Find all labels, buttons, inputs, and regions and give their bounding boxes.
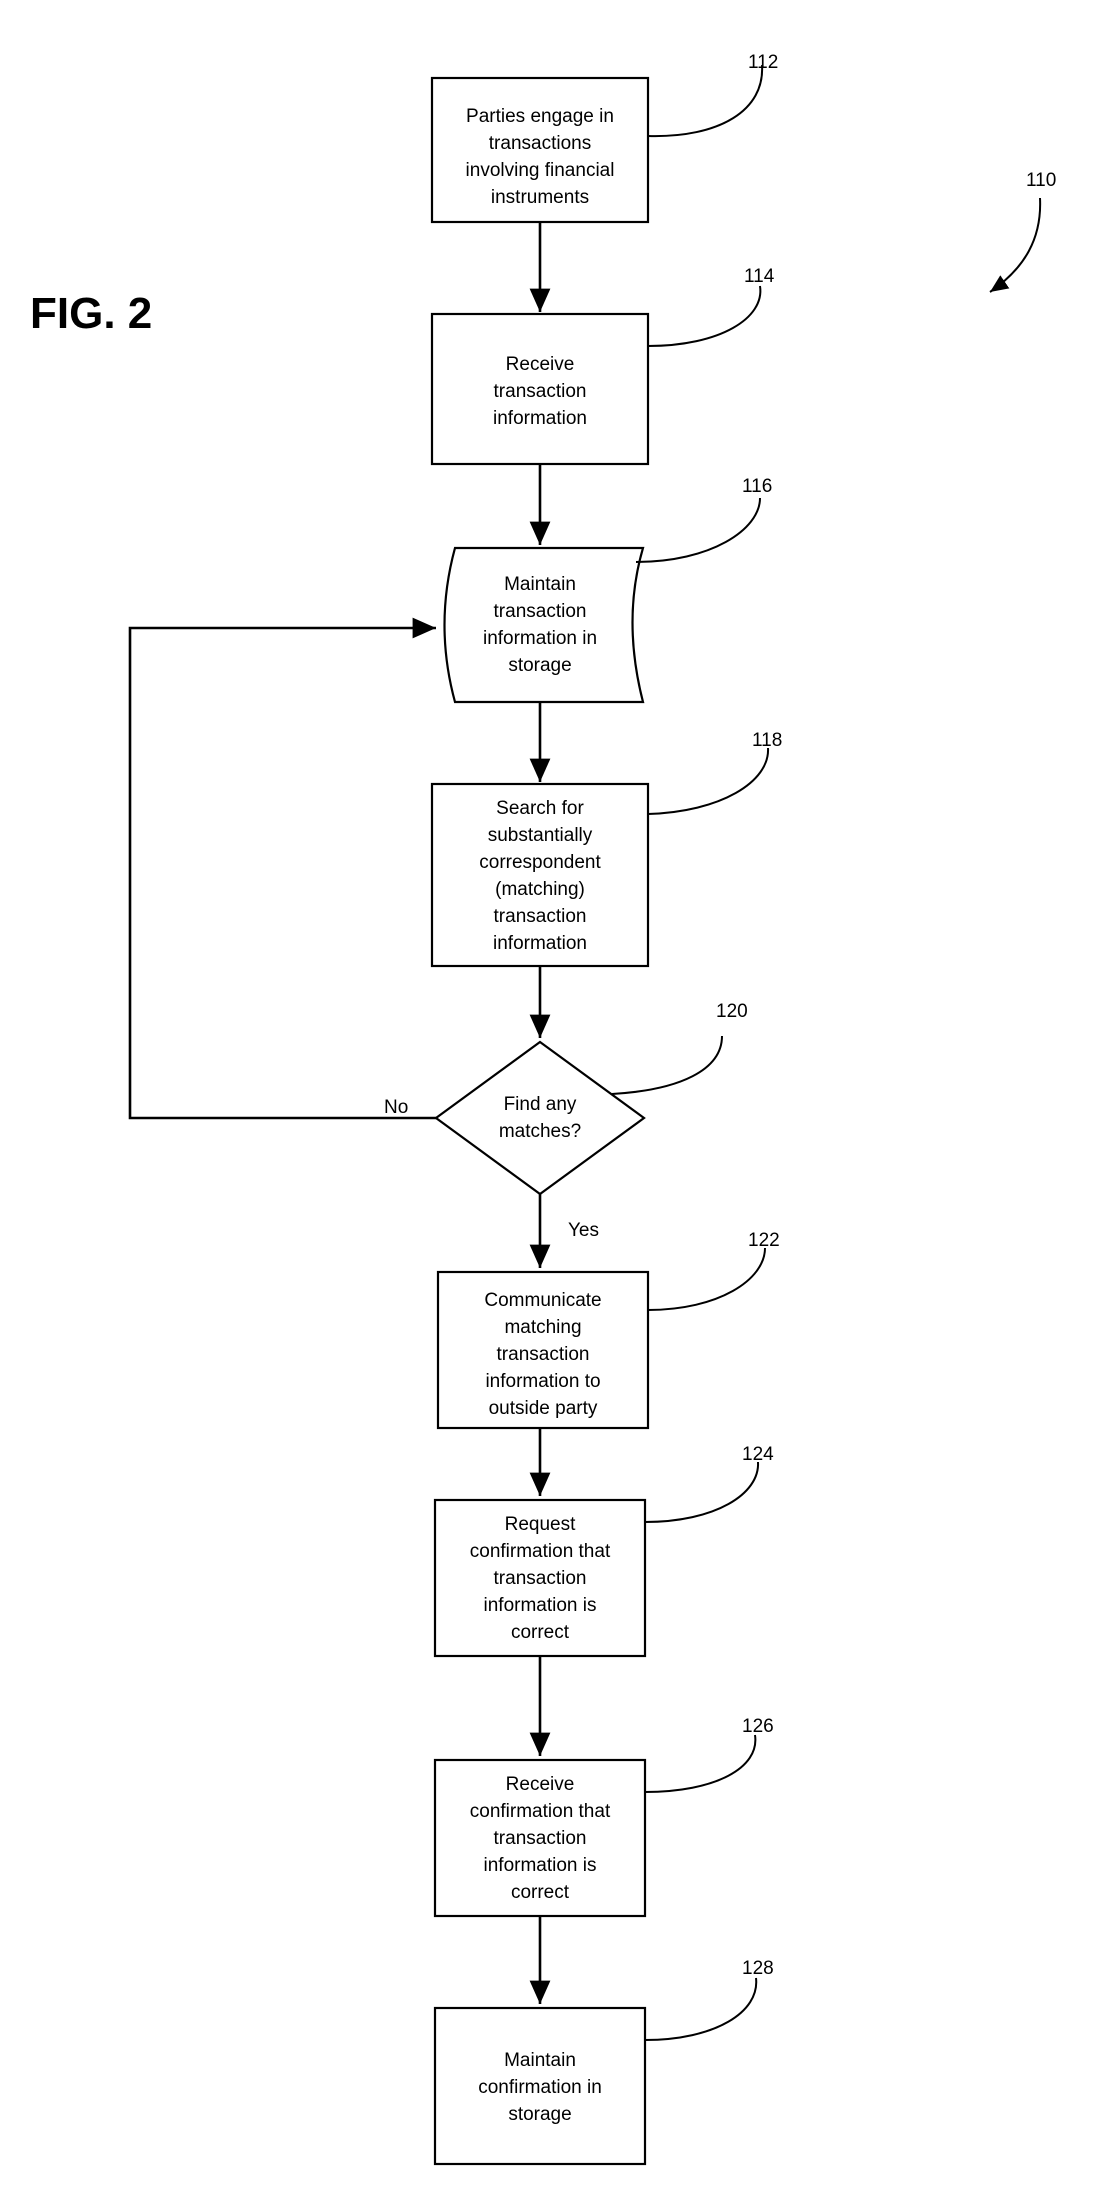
step-126-line-5: correct: [511, 1882, 570, 1903]
step-118-line-5: transaction: [494, 906, 587, 927]
step-label-communicate-matching: Communicate matching transaction informa…: [484, 1290, 601, 1419]
step-116-line-2: transaction: [494, 601, 587, 622]
step-126-line-4: information is: [484, 1855, 597, 1876]
step-124-line-5: correct: [511, 1622, 570, 1643]
step-126-line-2: confirmation that: [470, 1801, 611, 1822]
step-112-line-1: Parties engage in: [466, 106, 614, 127]
step-112-line-4: instruments: [491, 187, 589, 208]
step-112-line-2: transactions: [489, 133, 591, 154]
step-118-line-3: correspondent: [479, 852, 601, 873]
ref-116: 116: [742, 476, 772, 497]
ref-122: 122: [748, 1230, 780, 1251]
step-118-line-6: information: [493, 933, 587, 954]
step-114-line-3: information: [493, 408, 587, 429]
step-122-line-4: information to: [485, 1371, 600, 1392]
step-122-line-5: outside party: [489, 1398, 598, 1419]
decision-120-line-2: matches?: [499, 1121, 581, 1142]
ref-112-leader: [648, 65, 762, 136]
ref-128: 128: [742, 1958, 774, 1979]
ref-124-leader: [645, 1462, 758, 1522]
step-116-line-1: Maintain: [504, 574, 576, 595]
step-122-line-1: Communicate: [484, 1290, 601, 1311]
step-128-line-2: confirmation in: [478, 2077, 602, 2098]
step-126-line-3: transaction: [494, 1828, 587, 1849]
ref-128-leader: [645, 1978, 756, 2040]
ref-118-leader: [648, 748, 768, 814]
step-114-line-1: Receive: [506, 354, 575, 375]
step-122-line-2: matching: [504, 1317, 581, 1338]
ref-114: 114: [744, 266, 775, 287]
ref-116-leader: [636, 498, 760, 562]
ref-126: 126: [742, 1716, 774, 1737]
figure-title: FIG. 2: [30, 289, 152, 338]
figure-ref-number: 110: [1026, 170, 1056, 191]
step-114-line-2: transaction: [494, 381, 587, 402]
step-box-maintain-storage: [445, 548, 644, 702]
step-122-line-3: transaction: [497, 1344, 590, 1365]
ref-114-leader: [648, 286, 760, 346]
branch-label-no: No: [384, 1097, 408, 1118]
step-112-line-3: involving financial: [466, 160, 615, 181]
arrow-no-loop-to-116: [130, 628, 436, 1118]
step-116-line-4: storage: [508, 655, 571, 676]
figure-ref-arrow: [990, 198, 1040, 292]
branch-label-yes: Yes: [568, 1220, 599, 1241]
ref-120-leader: [612, 1036, 722, 1094]
step-128-line-1: Maintain: [504, 2050, 576, 2071]
decision-find-matches: [436, 1042, 644, 1194]
step-label-receive-transaction: Receive transaction information: [493, 354, 587, 429]
step-124-line-3: transaction: [494, 1568, 587, 1589]
step-118-line-1: Search for: [496, 798, 584, 819]
step-116-line-3: information in: [483, 628, 597, 649]
ref-120: 120: [716, 1001, 748, 1022]
decision-120-line-1: Find any: [504, 1094, 577, 1115]
ref-122-leader: [648, 1248, 765, 1310]
step-118-line-2: substantially: [488, 825, 593, 846]
ref-124: 124: [742, 1444, 774, 1465]
step-124-line-1: Request: [505, 1514, 576, 1535]
ref-112: 112: [748, 52, 778, 73]
ref-118: 118: [752, 730, 782, 751]
ref-126-leader: [645, 1735, 755, 1792]
step-124-line-4: information is: [484, 1595, 597, 1616]
step-126-line-1: Receive: [506, 1774, 575, 1795]
step-128-line-3: storage: [508, 2104, 571, 2125]
step-124-line-2: confirmation that: [470, 1541, 611, 1562]
step-118-line-4: (matching): [495, 879, 585, 900]
